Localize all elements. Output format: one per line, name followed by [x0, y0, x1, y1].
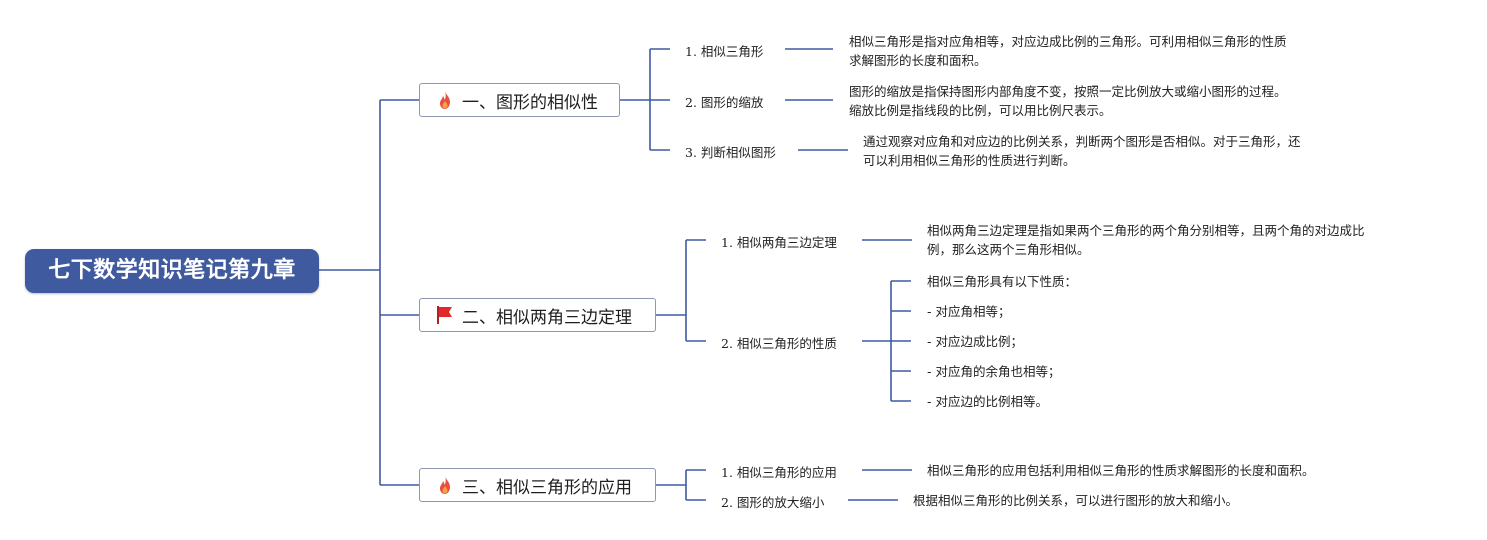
desc-3-2: 根据相似三角形的比例关系，可以进行图形的放大和缩小。	[913, 491, 1238, 510]
sub-node-2-1[interactable]: 1. 相似两角三边定理	[721, 232, 837, 251]
desc-line: 相似三角形的应用包括利用相似三角形的性质求解图形的长度和面积。	[927, 463, 1315, 478]
branch-node-3[interactable]: 三、相似三角形的应用	[419, 468, 656, 502]
branch-label-3: 三、相似三角形的应用	[462, 477, 632, 498]
sub-label: 1. 相似三角形的应用	[721, 465, 837, 480]
branch-label-2: 二、相似两角三边定理	[462, 307, 632, 328]
sub-node-1-3[interactable]: 3. 判断相似图形	[685, 142, 776, 161]
flag-icon	[434, 304, 456, 326]
property-item[interactable]: - 对应边的比例相等。	[927, 392, 1048, 411]
property-text: - 对应边的比例相等。	[927, 394, 1048, 409]
desc-line: 可以利用相似三角形的性质进行判断。	[863, 153, 1076, 168]
sub-label: 2. 图形的放大缩小	[721, 495, 825, 510]
sub-node-3-2[interactable]: 2. 图形的放大缩小	[721, 492, 824, 511]
connector-b2	[656, 239, 706, 342]
branch-node-1[interactable]: 一、图形的相似性	[419, 83, 620, 117]
sub-label: 2. 相似三角形的性质	[721, 336, 837, 351]
sub-label: 2. 图形的缩放	[685, 95, 764, 110]
desc-line: 相似两角三边定理是指如果两个三角形的两个角分别相等，且两个角的对边成比	[927, 223, 1365, 238]
desc-line: 求解图形的长度和面积。	[849, 53, 987, 68]
desc-line: 通过观察对应角和对应边的比例关系，判断两个图形是否相似。对于三角形，还	[863, 134, 1301, 149]
connector-b2-props	[890, 280, 911, 402]
desc-3-1: 相似三角形的应用包括利用相似三角形的性质求解图形的长度和面积。	[927, 461, 1315, 480]
desc-line: 例，那么这两个三角形相似。	[927, 242, 1090, 257]
property-text: 相似三角形具有以下性质：	[927, 274, 1078, 289]
desc-1-2: 图形的缩放是指保持图形内部角度不变，按照一定比例放大或缩小图形的过程。 缩放比例…	[849, 82, 1287, 120]
connector-b1	[620, 48, 670, 151]
sub-node-3-1[interactable]: 1. 相似三角形的应用	[721, 462, 837, 481]
desc-line: 相似三角形是指对应角相等，对应边成比例的三角形。可利用相似三角形的性质	[849, 34, 1287, 49]
desc-line: 缩放比例是指线段的比例，可以用比例尺表示。	[849, 103, 1112, 118]
desc-line: 图形的缩放是指保持图形内部角度不变，按照一定比例放大或缩小图形的过程。	[849, 84, 1287, 99]
branch-node-2[interactable]: 二、相似两角三边定理	[419, 298, 656, 332]
branch-label-1: 一、图形的相似性	[462, 92, 598, 113]
desc-line: 根据相似三角形的比例关系，可以进行图形的放大和缩小。	[913, 493, 1239, 508]
connector-b3-desc	[848, 469, 912, 501]
property-item[interactable]: - 对应角的余角也相等；	[927, 362, 1060, 381]
sub-label: 1. 相似三角形	[685, 44, 764, 59]
desc-1-3: 通过观察对应角和对应边的比例关系，判断两个图形是否相似。对于三角形，还 可以利用…	[863, 132, 1301, 170]
fire-icon	[434, 89, 456, 111]
connector-b1-desc	[785, 48, 848, 151]
sub-label: 1. 相似两角三边定理	[721, 235, 837, 250]
property-item[interactable]: - 对应角相等；	[927, 302, 1010, 321]
sub-label: 3. 判断相似图形	[685, 145, 776, 160]
sub-node-1-2[interactable]: 2. 图形的缩放	[685, 92, 763, 111]
sub-node-1-1[interactable]: 1. 相似三角形	[685, 41, 763, 60]
property-text: - 对应边成比例；	[927, 334, 1023, 349]
desc-1-1: 相似三角形是指对应角相等，对应边成比例的三角形。可利用相似三角形的性质 求解图形…	[849, 32, 1287, 70]
property-item[interactable]: 相似三角形具有以下性质：	[927, 272, 1077, 291]
desc-2-1: 相似两角三边定理是指如果两个三角形的两个角分别相等，且两个角的对边成比 例，那么…	[927, 221, 1365, 259]
root-node[interactable]: 七下数学知识笔记第九章	[25, 249, 319, 293]
property-item[interactable]: - 对应边成比例；	[927, 332, 1023, 351]
property-text: - 对应角相等；	[927, 304, 1011, 319]
sub-node-2-2[interactable]: 2. 相似三角形的性质	[721, 333, 837, 352]
connector-b3	[656, 469, 706, 501]
root-title: 七下数学知识笔记第九章	[48, 258, 296, 283]
fire-icon	[434, 474, 456, 496]
property-text: - 对应角的余角也相等；	[927, 364, 1061, 379]
connector-b2-desc	[862, 239, 912, 342]
